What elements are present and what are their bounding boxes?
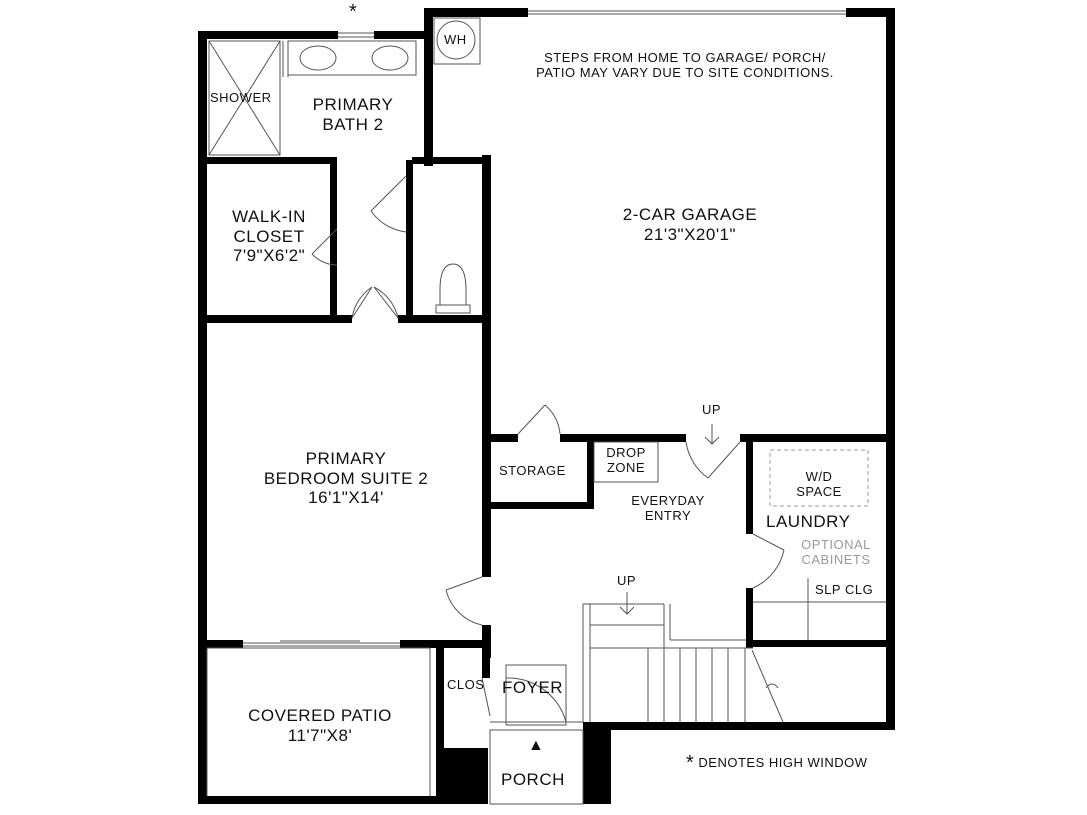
walk-in-closet-line2: CLOSET: [233, 226, 305, 246]
primary-bedroom-label: PRIMARY BEDROOM SUITE 2 16'1"X14': [226, 449, 466, 508]
garage-note-line1: STEPS FROM HOME TO GARAGE/ PORCH/: [544, 50, 826, 65]
everyday-entry-label: EVERYDAY ENTRY: [618, 493, 718, 524]
wd-space-line1: W/D: [805, 469, 833, 484]
shower-label: SHOWER: [210, 90, 272, 105]
wd-space-label: W/D SPACE: [779, 469, 859, 500]
fixtures: [206, 10, 886, 805]
covered-patio-size: 11'7"X8': [287, 725, 353, 745]
garage-note: STEPS FROM HOME TO GARAGE/ PORCH/ PATIO …: [495, 50, 875, 81]
entry-arrow-icon: ▲: [528, 737, 545, 754]
drop-zone-line2: ZONE: [606, 459, 646, 475]
garage-label: 2-CAR GARAGE 21'3"X20'1": [560, 205, 820, 244]
walk-in-closet-line1: WALK-IN: [232, 207, 306, 226]
laundry-label: LAUNDRY: [766, 512, 851, 531]
primary-bath-line2: BATH 2: [322, 114, 384, 134]
walk-in-closet-label: WALK-IN CLOSET 7'9"X6'2": [208, 207, 330, 266]
storage-label: STORAGE: [499, 463, 566, 478]
high-window-note-text: DENOTES HIGH WINDOW: [698, 755, 868, 770]
optional-cabinets-line2: CABINETS: [801, 551, 871, 567]
primary-bedroom-line2: BEDROOM SUITE 2: [263, 468, 429, 488]
covered-patio-name: COVERED PATIO: [248, 706, 392, 725]
primary-bedroom-size: 16'1"X14': [308, 488, 384, 508]
closet-label: CLOS: [447, 677, 485, 692]
drop-zone-label: DROP ZONE: [596, 445, 656, 476]
primary-bedroom-line1: PRIMARY: [305, 449, 387, 468]
porch-label: PORCH: [501, 770, 565, 789]
sloped-ceiling-label: SLP CLG: [815, 582, 874, 597]
optional-cabinets-line1: OPTIONAL: [801, 537, 871, 552]
wd-space-line2: SPACE: [796, 483, 842, 499]
up-label-lower: UP: [617, 573, 637, 588]
door-swings: [311, 175, 785, 726]
primary-bath-label: PRIMARY BATH 2: [293, 95, 413, 134]
high-window-note-asterisk: *: [686, 752, 695, 774]
water-heater-label: WH: [444, 32, 467, 47]
everyday-entry-line1: EVERYDAY: [631, 493, 705, 508]
wd-space-outline: [769, 449, 869, 507]
exterior-walls: [198, 8, 895, 804]
everyday-entry-line2: ENTRY: [644, 507, 692, 523]
optional-cabinets-label: OPTIONAL CABINETS: [790, 537, 882, 568]
garage-name: 2-CAR GARAGE: [622, 205, 758, 224]
foyer-label: FOYER: [502, 678, 564, 697]
drop-zone-line1: DROP: [606, 445, 646, 460]
walk-in-closet-size: 7'9"X6'2": [232, 246, 306, 266]
high-window-asterisk: *: [349, 1, 358, 23]
up-label-upper: UP: [702, 402, 722, 417]
high-window-note: * DENOTES HIGH WINDOW: [686, 752, 868, 775]
garage-size: 21'3"X20'1": [643, 224, 737, 244]
primary-bath-line1: PRIMARY: [312, 95, 394, 114]
up-arrows: [619, 424, 720, 615]
covered-patio-label: COVERED PATIO 11'7"X8': [226, 706, 414, 745]
garage-note-line2: PATIO MAY VARY DUE TO SITE CONDITIONS.: [536, 64, 834, 80]
interior-walls: [207, 155, 895, 750]
